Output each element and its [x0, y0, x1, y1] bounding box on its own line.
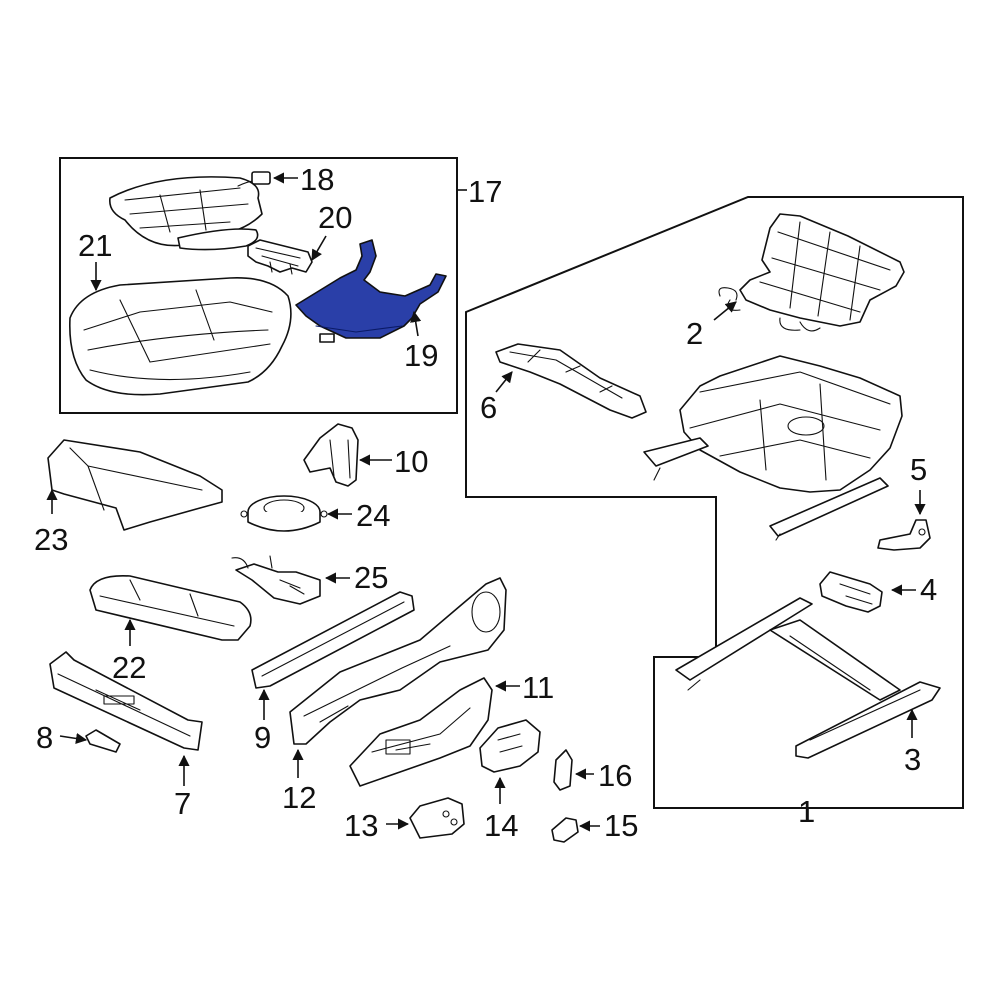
callout-3: 3 [904, 742, 921, 777]
callout-4: 4 [920, 572, 937, 607]
callout-24: 24 [356, 498, 390, 533]
callout-14: 14 [484, 808, 518, 843]
seat-frame [643, 355, 903, 541]
part-16-knob[interactable] [553, 749, 573, 791]
callout-20: 20 [318, 200, 352, 235]
part-10-bracket[interactable] [303, 423, 359, 487]
callout-25: 25 [354, 560, 388, 595]
part-8-clip[interactable] [85, 729, 121, 753]
callout-7: 7 [174, 786, 191, 821]
part-23-upper-trim[interactable] [47, 439, 223, 531]
callout-5: 5 [910, 452, 927, 487]
callout-12: 12 [282, 780, 316, 815]
callout-13: 13 [344, 808, 378, 843]
part-18-heater-mat[interactable] [108, 171, 271, 251]
callout-2: 2 [686, 316, 703, 351]
part-20-bracket[interactable] [247, 239, 313, 275]
callout-17: 17 [468, 174, 502, 209]
part-11-switch-panel[interactable] [349, 677, 493, 787]
part-19-cushion-pan[interactable] [295, 239, 447, 343]
callout-11: 11 [522, 670, 554, 705]
callout-6: 6 [480, 390, 497, 425]
part-14-switch[interactable] [479, 719, 541, 773]
part-13-switch[interactable] [409, 797, 465, 839]
part-5-clip[interactable] [877, 519, 931, 551]
callout-23: 23 [34, 522, 68, 557]
part-9-rail-cover[interactable] [251, 591, 415, 689]
part-15-knob[interactable] [551, 817, 579, 843]
part-21-seat-cushion[interactable] [69, 277, 292, 396]
part-12-outer-shield[interactable] [289, 577, 507, 745]
part-25-lumbar-pump[interactable] [231, 555, 321, 605]
callout-21: 21 [78, 228, 112, 263]
callout-16: 16 [598, 758, 632, 793]
part-4-guide[interactable] [819, 571, 883, 613]
callout-18: 18 [300, 162, 334, 197]
callout-22: 22 [112, 650, 146, 685]
part-7-lower-trim[interactable] [49, 651, 203, 751]
cushion-group-box [59, 157, 458, 414]
part-24-motor[interactable] [240, 495, 328, 532]
callout-10: 10 [394, 444, 428, 479]
callout-9: 9 [254, 720, 271, 755]
callout-1: 1 [798, 794, 815, 829]
part-3-seat-track[interactable] [675, 597, 941, 759]
callout-8: 8 [36, 720, 53, 755]
callout-19: 19 [404, 338, 438, 373]
callout-15: 15 [604, 808, 638, 843]
part-22-front-pad[interactable] [89, 574, 252, 641]
part-2-spring-mat[interactable] [718, 213, 905, 332]
part-6-front-pan[interactable] [495, 343, 647, 419]
